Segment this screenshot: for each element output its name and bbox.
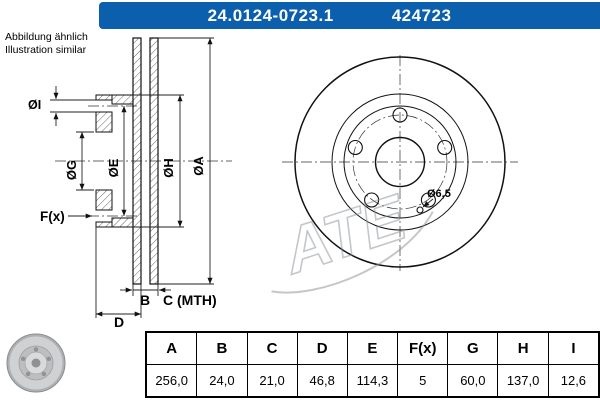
dimension-g: ØG	[64, 131, 94, 191]
table-value-row: 256,0 24,0 21,0 46,8 114,3 5 60,0 137,0 …	[145, 364, 600, 398]
table-header-cell: A	[145, 331, 198, 365]
part-number-bar: 24.0124-0723.1 424723	[99, 2, 600, 29]
table-header-cell: B	[196, 331, 248, 365]
table-header-cell: I	[547, 331, 600, 365]
table-value-cell: 60,0	[447, 364, 499, 398]
bolt-hole	[347, 139, 363, 156]
table-header-row: A B C D E F(x) G H I	[145, 331, 600, 365]
dimension-e: ØE	[106, 106, 127, 217]
table-header-cell: D	[296, 331, 348, 365]
table-header-cell: G	[447, 331, 499, 365]
dimension-h: ØH	[133, 94, 184, 228]
catalog-number: 424723	[391, 5, 452, 25]
table-value-cell: 5	[397, 364, 449, 398]
table-value-cell: 24,0	[196, 364, 248, 398]
cross-section-view	[55, 37, 232, 285]
table-header-cell: F(x)	[397, 331, 449, 365]
dim-label-i: ØI	[28, 98, 41, 112]
similarity-note: Abbildung ähnlich Illustration similar	[5, 31, 88, 57]
dimension-i: ØI	[28, 86, 96, 126]
table-header-cell: C	[246, 331, 298, 365]
table-value-cell: 114,3	[346, 364, 399, 398]
dim-label-e: ØE	[106, 158, 121, 177]
technical-drawing: ØI ØG ØE ØH ØA F(x) B C (MTH)	[28, 37, 518, 330]
front-view: Ø6,5	[282, 55, 518, 271]
table-value-cell: 12,6	[547, 364, 600, 398]
table-header-cell: H	[497, 331, 549, 365]
dim-label-h: ØH	[161, 158, 176, 178]
table-header-cell: E	[346, 331, 399, 365]
part-number: 24.0124-0723.1	[207, 5, 334, 25]
dim-label-c: C (MTH)	[163, 292, 217, 308]
table-value-cell: 46,8	[296, 364, 348, 398]
bolt-hole	[392, 107, 408, 123]
dim-label-a: ØA	[191, 156, 206, 176]
similarity-note-en: Illustration similar	[5, 44, 87, 57]
bolt-hole	[364, 192, 380, 208]
dimension-f: F(x)	[40, 209, 92, 224]
product-photo	[6, 333, 66, 393]
table-value-cell: 137,0	[497, 364, 549, 398]
dimensions-table: A B C D E F(x) G H I 256,0 24,0 21,0 46,…	[145, 331, 600, 398]
dim-label-f: F(x)	[40, 209, 65, 224]
dim-label-g: ØG	[64, 160, 79, 180]
dimension-a: ØA	[158, 37, 214, 285]
similarity-note-de: Abbildung ähnlich	[5, 31, 88, 43]
ate-watermark: ATE	[271, 179, 434, 294]
dimension-b-c: B C (MTH)	[120, 284, 217, 308]
table-value-cell: 21,0	[246, 364, 298, 398]
dim-label-b: B	[140, 292, 150, 308]
bolt-hole	[437, 139, 453, 156]
set-screw-hole	[416, 206, 424, 214]
bolt-hole	[420, 192, 436, 208]
dim-label-d: D	[114, 314, 124, 330]
dimension-d: D	[95, 227, 142, 330]
table-value-cell: 256,0	[145, 364, 198, 398]
set-screw-hole-label: Ø6,5	[427, 188, 451, 200]
svg-text:ATE: ATE	[273, 180, 417, 288]
